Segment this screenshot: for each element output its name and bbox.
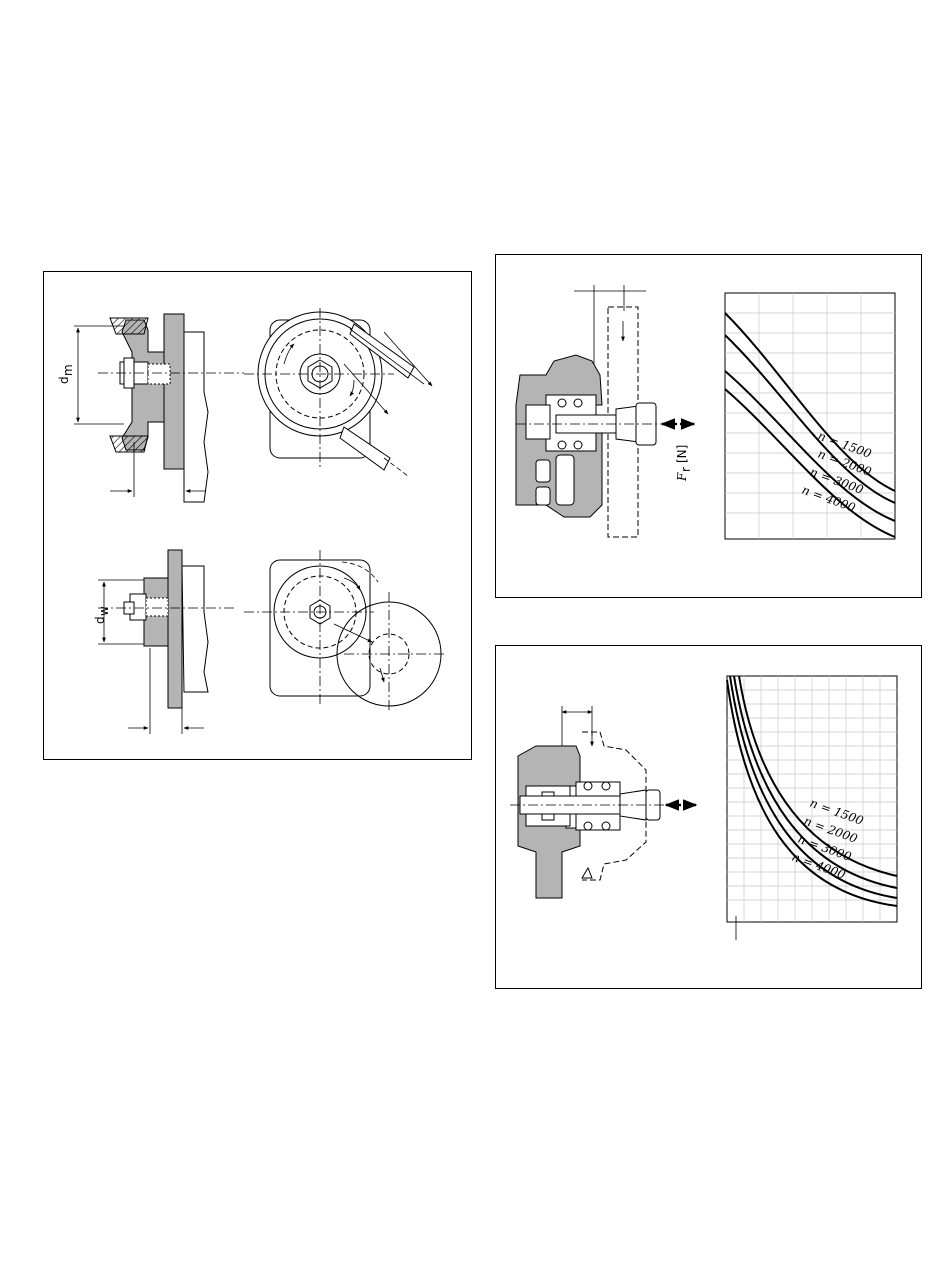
bearing-assembly-bottom: n = 1500 n = 2000 n = 3000 n = 4000 (496, 646, 923, 990)
radial-load-chart-panel-top: F r [N] n = 15 (495, 254, 922, 598)
flat-pulley-front-view (244, 550, 446, 712)
dm-label: d m (57, 364, 75, 384)
vbelt-pulley-section (74, 314, 244, 502)
dm-label-sub: m (61, 364, 75, 376)
chart-bottom: n = 1500 n = 2000 n = 3000 n = 4000 (727, 676, 897, 940)
flat-pulley-section (98, 550, 234, 734)
pump-housing-top (516, 285, 694, 537)
chart-top: n = 1500 n = 2000 n = 3000 n = 4000 (725, 293, 895, 539)
bearing-assembly-top: F r [N] n = 15 (496, 255, 923, 599)
radial-load-chart-panel-bottom: n = 1500 n = 2000 n = 3000 n = 4000 (495, 645, 922, 989)
dw-label-sub: w (97, 606, 111, 616)
dw-label: d w (93, 606, 111, 624)
dw-label-text: d (93, 616, 107, 624)
pulley-drawings-panel: d m (43, 271, 472, 760)
pump-housing-bottom (510, 706, 696, 898)
fr-label-main: F (675, 472, 689, 482)
vbelt-pulley-front-view (244, 308, 432, 476)
chart-top-frame (725, 293, 895, 539)
fr-axis-label: F r [N] (675, 445, 693, 482)
fr-label-unit: [N] (675, 445, 689, 463)
dm-label-text: d (57, 376, 71, 384)
pulley-drawings: d m (44, 272, 473, 761)
fr-label-sub: r (679, 467, 693, 472)
